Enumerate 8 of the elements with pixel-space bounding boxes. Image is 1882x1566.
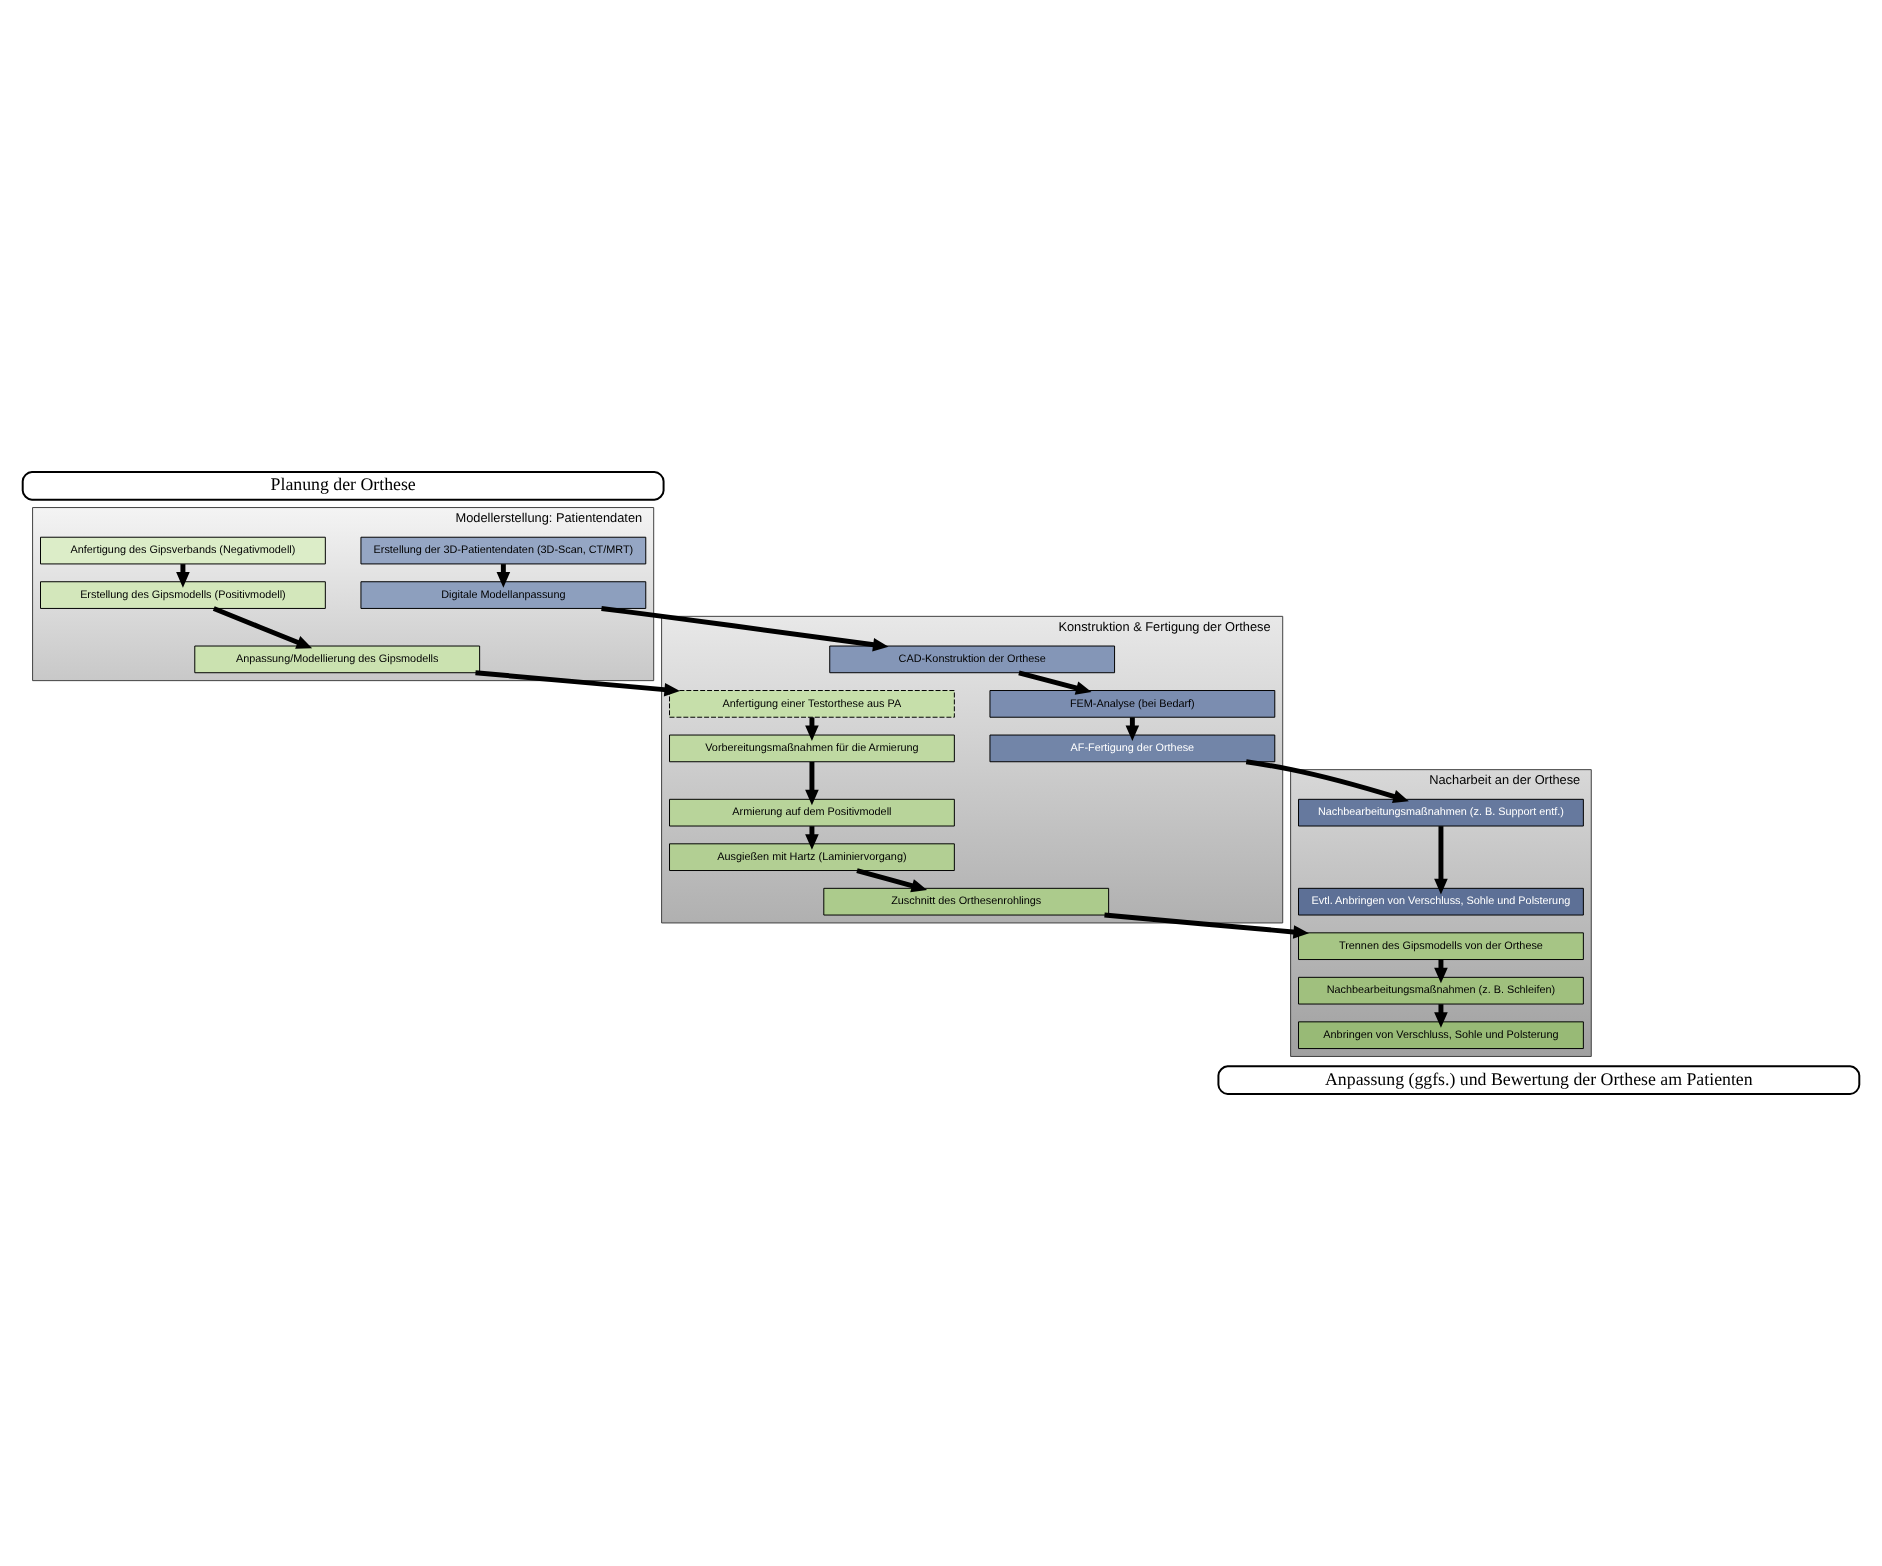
arrow	[1245, 759, 1409, 804]
arrow	[1434, 826, 1448, 895]
arrow	[475, 670, 680, 697]
arrow	[601, 606, 889, 652]
node-box: Planung der Orthese	[21, 470, 665, 501]
arrow	[1104, 912, 1309, 939]
node-box: Anpassung (ggfs.) und Bewertung der Orthese am Patienten	[1217, 1065, 1861, 1096]
arrow	[805, 762, 819, 806]
